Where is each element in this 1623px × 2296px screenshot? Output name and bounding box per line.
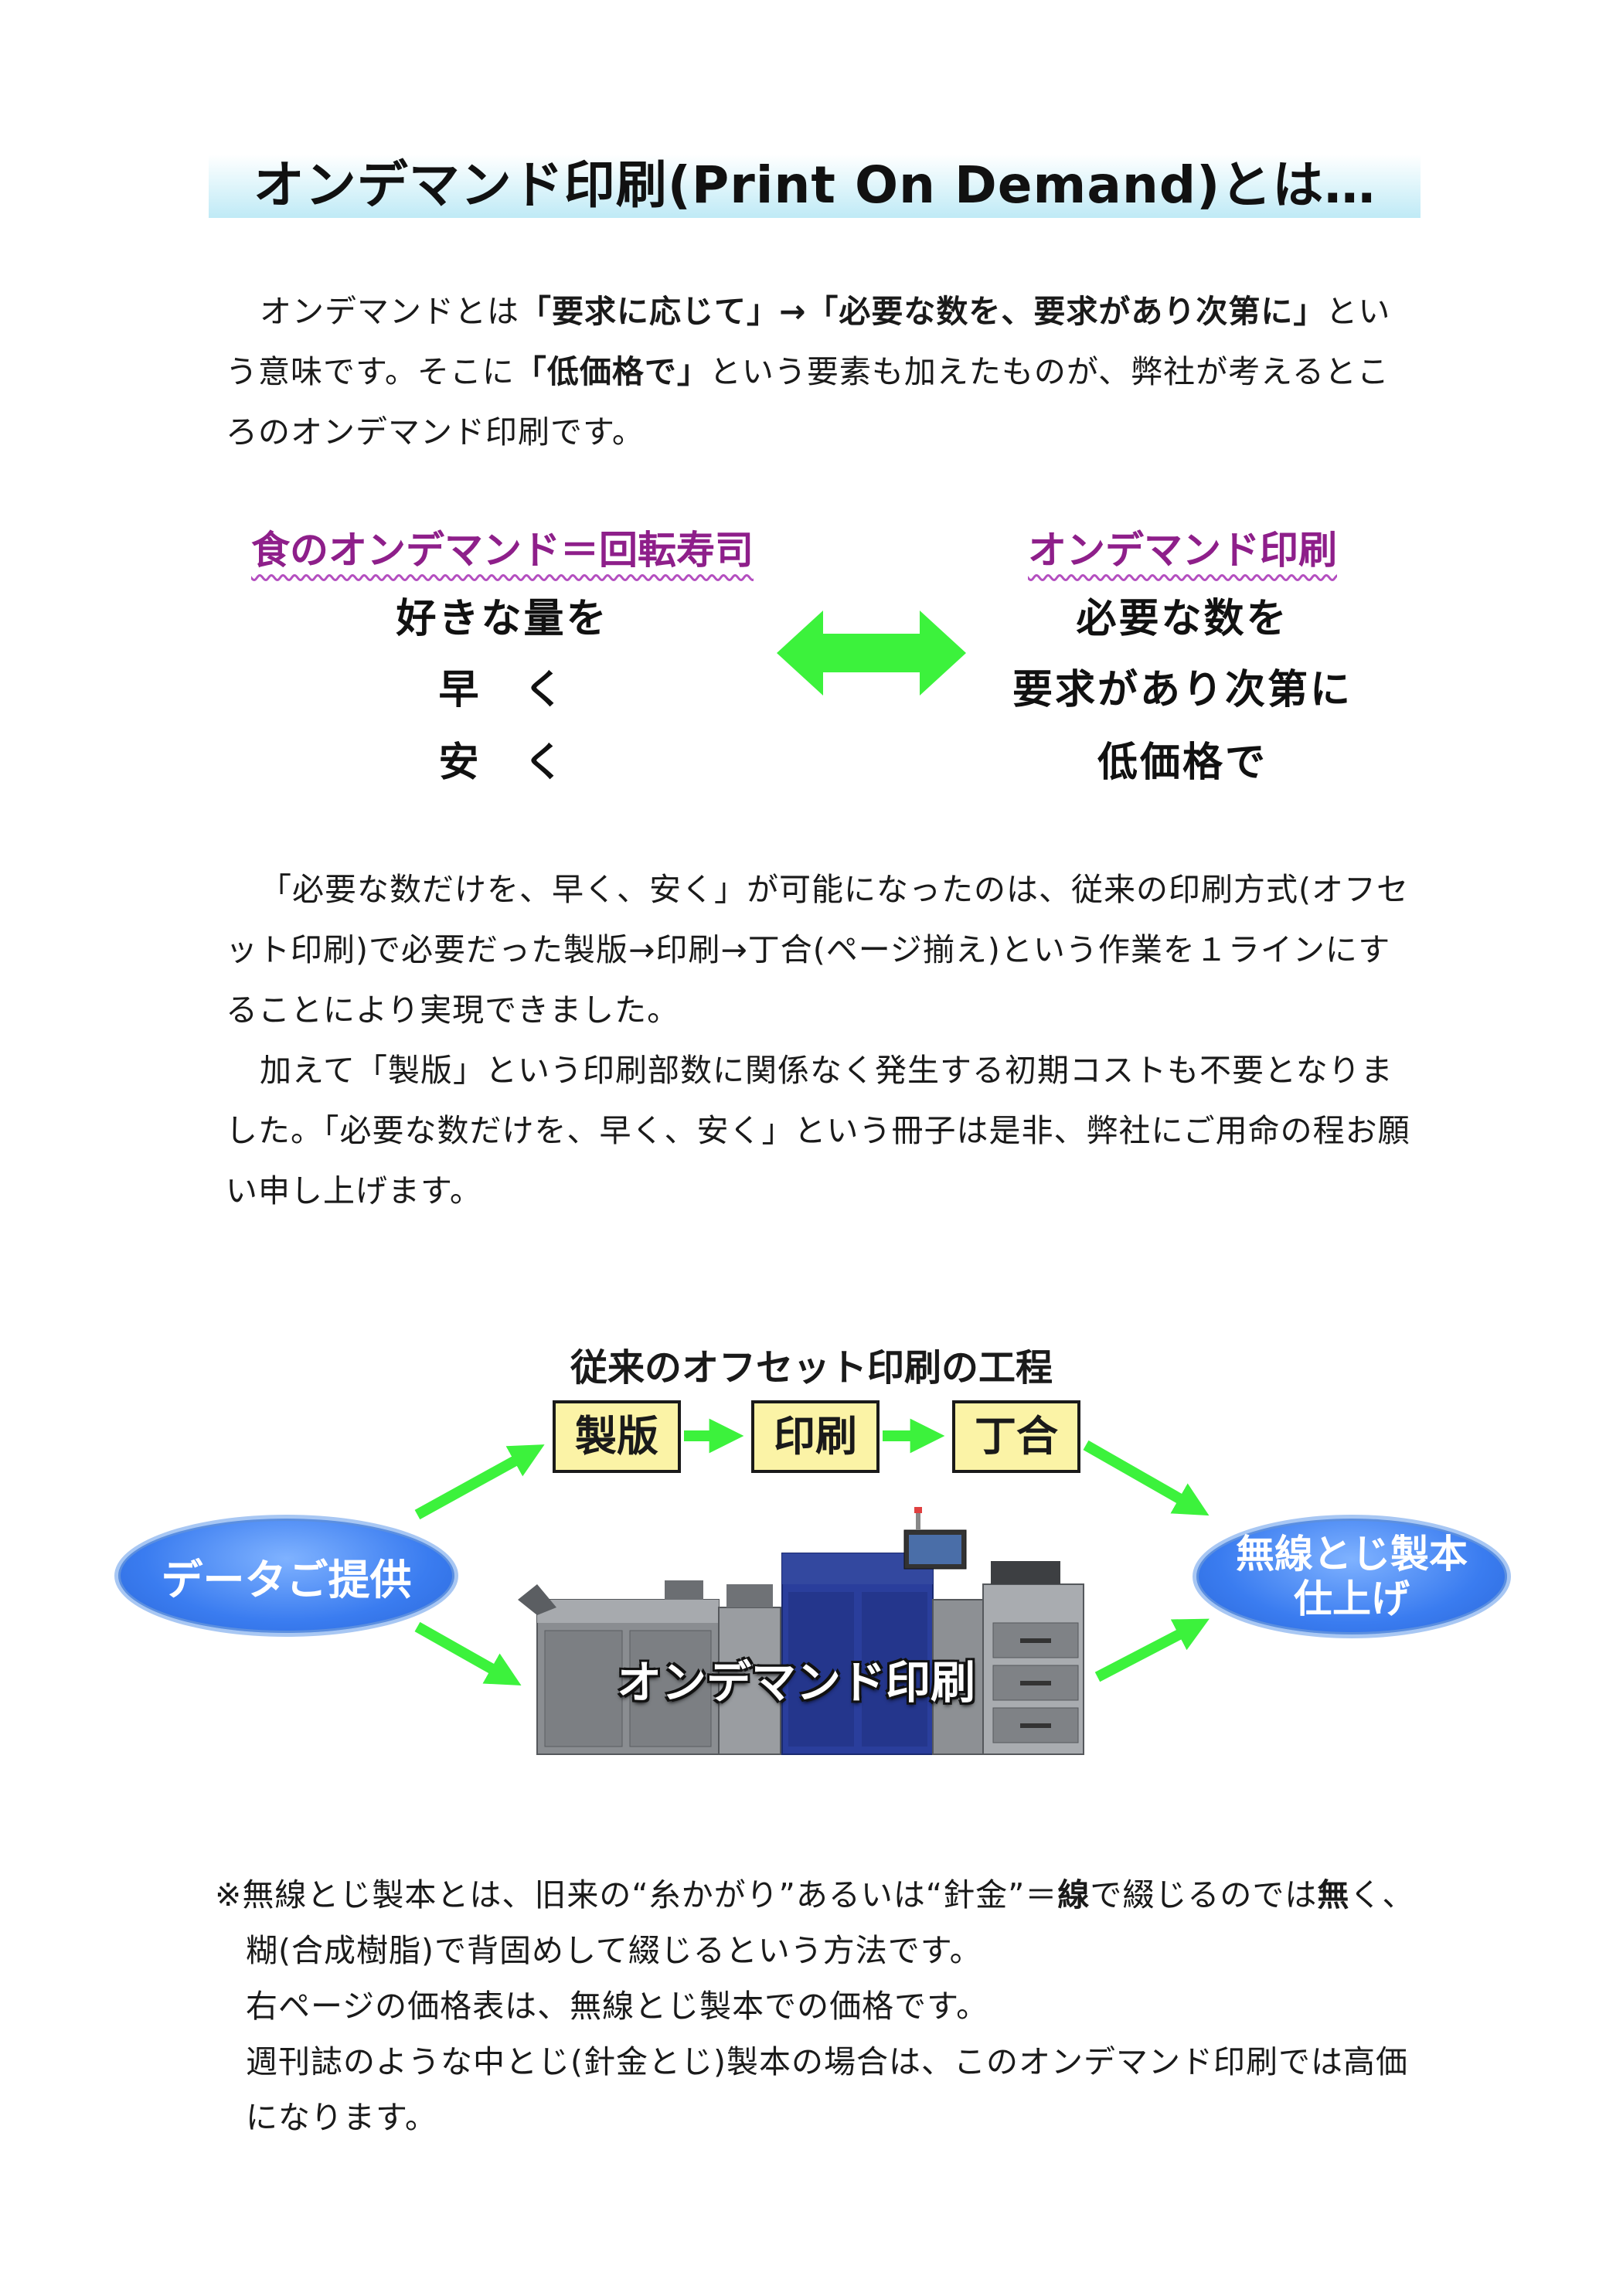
- intro-text-1: オンデマンドとは: [260, 293, 519, 330]
- arrow-offset-to-binding: [1083, 1440, 1210, 1516]
- comparison-right-line-3: 低価格で: [1097, 739, 1267, 786]
- note-block: ※無線とじ製本とは、旧来の“糸かがり”あるいは“針金”＝線で綴じるのでは無く、 …: [215, 1867, 1421, 2145]
- note-line-2: 糊(合成樹脂)で背固めして綴じるという方法です。: [246, 1932, 982, 1969]
- note-line-3: 右ページの価格表は、無線とじ製本での価格です。: [246, 1988, 989, 2025]
- body-paragraph-2: 加えて「製版」という印刷部数に関係なく発生する初期コストも不要となりました。「必…: [226, 1052, 1410, 1209]
- binding-result-line-1: 無線とじ製本: [1236, 1532, 1468, 1577]
- note-line1-b: 線: [1057, 1876, 1091, 1913]
- binding-result-ellipse: 無線とじ製本 仕上げ: [1193, 1515, 1511, 1638]
- double-arrow-icon: [777, 611, 966, 696]
- intro-text-2: という意味です。そこに: [226, 293, 1391, 390]
- flow-title: 従来のオフセット印刷の工程: [570, 1346, 1053, 1390]
- note-line1-e: く、: [1349, 1876, 1415, 1913]
- intro-bold-1: 「要求に応じて」→「必要な数を、要求があり次第に」: [519, 293, 1326, 330]
- arrow-data-to-ondemand: [414, 1621, 522, 1686]
- body-paragraphs: 「必要な数だけを、早く、安く」が可能になったのは、従来の印刷方式(オフセット印刷…: [226, 859, 1416, 1221]
- comparison-left-line-3: 安 く: [438, 739, 567, 786]
- note-line1-a: ※無線とじ製本とは、旧来の“糸かがり”あるいは“針金”＝: [215, 1876, 1058, 1913]
- note-line1-d: 無: [1317, 1876, 1350, 1913]
- note-line-4: 週刊誌のような中とじ(針金とじ)製本の場合は、このオンデマンド印刷では高価になり…: [246, 2043, 1408, 2136]
- comparison-left-line-2: 早 く: [438, 666, 567, 713]
- title-band: [209, 155, 1421, 218]
- comparison-right-heading: オンデマンド印刷: [1028, 528, 1337, 573]
- step-box-platemaking: 製版: [553, 1400, 681, 1473]
- printer-machine-image: [518, 1507, 1084, 1755]
- data-source-label: データご提供: [161, 1555, 412, 1604]
- intro-paragraph: オンデマンドとは「要求に応じて」→「必要な数を、要求があり次第に」という意味です…: [226, 281, 1416, 462]
- machine-label: オンデマンド印刷: [616, 1656, 975, 1709]
- data-source-ellipse: データご提供: [114, 1515, 458, 1637]
- page-title: オンデマンド印刷(Print On Demand)とは…: [253, 155, 1376, 215]
- intro-text-3: という要素も加えたものが、弊社が考えるところのオンデマンド印刷です。: [226, 353, 1390, 451]
- note-line1-c: で綴じるのでは: [1090, 1876, 1318, 1913]
- body-paragraph-1: 「必要な数だけを、早く、安く」が可能になったのは、従来の印刷方式(オフセット印刷…: [226, 871, 1409, 1029]
- comparison-left-line-1: 好きな量を: [396, 595, 609, 642]
- intro-bold-2: 「低価格で」: [514, 353, 709, 390]
- binding-result-line-2: 仕上げ: [1294, 1577, 1410, 1621]
- arrow-ondemand-to-binding: [1094, 1618, 1210, 1682]
- step-box-printing: 印刷: [751, 1400, 880, 1473]
- comparison-right-line-2: 要求があり次第に: [1012, 666, 1352, 713]
- comparison-right-line-1: 必要な数を: [1076, 595, 1289, 642]
- step-box-collating: 丁合: [952, 1400, 1080, 1473]
- comparison-left-heading: 食のオンデマンド＝回転寿司: [251, 528, 754, 573]
- arrow-data-to-offset: [414, 1444, 545, 1520]
